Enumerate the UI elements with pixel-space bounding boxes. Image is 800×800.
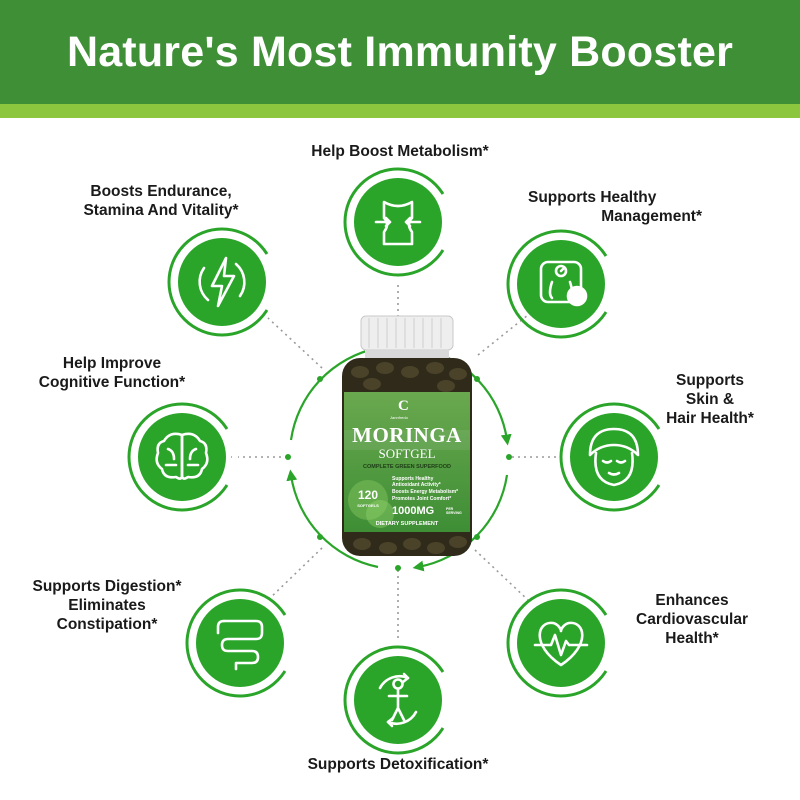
heart-pulse-icon xyxy=(533,621,589,667)
scale-check-icon xyxy=(539,260,588,307)
label-line: Help Boost Metabolism* xyxy=(311,143,489,160)
label-line: Eliminates xyxy=(68,597,146,614)
label-line: Stamina And Vitality* xyxy=(83,202,239,219)
claim-4: Promotes Joint Comfort* xyxy=(392,496,452,502)
benefit-badge-detox-person xyxy=(343,645,454,755)
connector-lines xyxy=(230,285,565,638)
label-line: Health* xyxy=(665,630,719,647)
product-bottle xyxy=(342,315,472,556)
intestine-icon xyxy=(216,619,264,671)
count-unit: SOFTGELS xyxy=(357,503,379,508)
benefit-label-digestion: Supports Digestion* Eliminates Constipat… xyxy=(12,577,202,634)
page-title: Nature's Most Immunity Booster xyxy=(66,28,734,76)
dose-value: 1000MG xyxy=(392,505,435,517)
dose-note: PER SERVING xyxy=(446,507,462,515)
benefit-label-weight: Supports Healthy Management* xyxy=(528,188,708,226)
label-line: Cognitive Function* xyxy=(38,374,186,391)
label-line: Cardiovascular xyxy=(636,611,748,628)
label-line: Management* xyxy=(601,208,702,225)
product-form: SOFTGEL xyxy=(378,446,436,461)
benefit-badge-brain xyxy=(127,402,238,512)
product-tagline: COMPLETE GREEN SUPERFOOD xyxy=(362,464,451,470)
label-line: Boosts Endurance, xyxy=(90,183,232,200)
benefit-badge-lightning xyxy=(167,227,278,337)
brain-icon xyxy=(155,432,209,480)
detox-person-icon xyxy=(378,672,418,728)
benefit-label-metabolism: Help Boost Metabolism* xyxy=(270,142,530,161)
product-name: MORINGA xyxy=(352,423,462,447)
header-banner xyxy=(0,0,800,104)
benefit-label-detox: Supports Detoxification* xyxy=(258,755,538,774)
label-line: Supports xyxy=(675,372,745,389)
label-line: Supports Digestion* xyxy=(32,578,182,595)
face-towel-icon xyxy=(588,427,640,487)
body-metabolism-icon xyxy=(374,200,422,246)
benefit-label-cognitive: Help Improve Cognitive Function* xyxy=(22,354,202,392)
label-line: Help Improve xyxy=(62,355,162,372)
ring-dots xyxy=(285,344,512,571)
benefit-badge-face-towel xyxy=(559,402,670,512)
label-line: Enhances xyxy=(655,592,729,609)
benefit-label-endurance: Boosts Endurance, Stamina And Vitality* xyxy=(56,182,266,220)
label-line: Supports Healthy xyxy=(528,189,657,206)
claim-3: Boosts Energy Metabolism* xyxy=(392,489,459,495)
count-value: 120 xyxy=(357,488,379,502)
lightning-icon xyxy=(198,256,246,308)
header-accent-strip xyxy=(0,104,800,118)
benefit-badge-intestine xyxy=(185,588,296,698)
product-category: DIETARY SUPPLEMENT xyxy=(375,521,439,527)
brand-mark: C xyxy=(398,398,409,414)
label-line: Constipation* xyxy=(56,616,158,633)
label-line: Skin & xyxy=(685,391,735,408)
benefit-label-skin-hair: Supports Skin & Hair Health* xyxy=(630,371,790,428)
label-line: Supports Detoxification* xyxy=(307,756,489,773)
benefit-badge-heart-pulse xyxy=(506,588,617,698)
benefit-badge-body-metabolism xyxy=(343,167,454,277)
label-line: Hair Health* xyxy=(666,410,754,427)
benefit-label-cardio: Enhances Cardiovascular Health* xyxy=(612,591,772,648)
claim-2: Antioxidant Activity* xyxy=(392,482,441,488)
bottle-cap xyxy=(360,315,454,351)
claim-1: Supports Healthy xyxy=(392,476,434,482)
brand-sub: Jannfredo xyxy=(390,415,408,420)
benefit-badge-scale-check xyxy=(506,229,617,339)
